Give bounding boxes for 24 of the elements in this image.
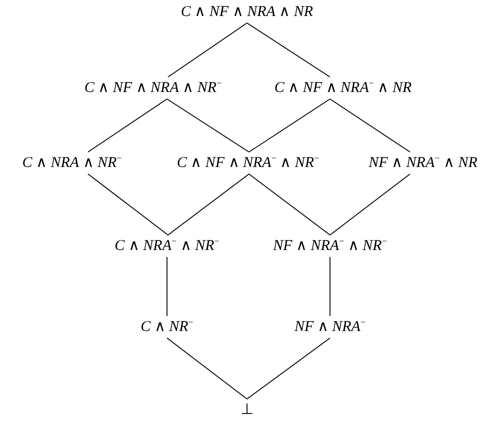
connector-line xyxy=(166,256,168,316)
formula-label: C ∧ NRA$^{−}$ ∧ NR$^{−}$ xyxy=(114,237,220,255)
formula-label: NF ∧ NRA$^{−}$ ∧ NR$^{−}$ xyxy=(272,237,388,255)
formula-label: C ∧ NR$^{−}$ xyxy=(140,318,194,336)
connector-line xyxy=(168,22,248,78)
formula-label: C ∧ NRA ∧ NR$^{−}$ xyxy=(21,154,123,172)
connector-line xyxy=(248,98,330,152)
connector-line xyxy=(248,174,330,236)
connector-line xyxy=(88,98,168,152)
connector-line xyxy=(246,22,330,78)
formula-label: C ∧ NF ∧ NRA ∧ NR xyxy=(180,3,314,21)
connector-line xyxy=(166,338,248,400)
formula-label: NF ∧ NRA$^{−}$ xyxy=(293,318,367,336)
connector-line xyxy=(246,338,330,400)
connector-line xyxy=(330,174,410,236)
connector-line xyxy=(330,98,410,152)
formula-label: ⊥ xyxy=(240,401,254,419)
connector-line xyxy=(88,174,168,236)
connector-line xyxy=(168,174,250,236)
formula-label: C ∧ NF ∧ NRA$^{−}$ ∧ NR xyxy=(273,79,413,97)
formula-label: NF ∧ NRA$^{−}$ ∧ NR xyxy=(368,154,478,172)
connector-line xyxy=(166,98,250,152)
formula-label: C ∧ NF ∧ NRA$^{−}$ ∧ NR$^{−}$ xyxy=(176,154,320,172)
formula-label: C ∧ NF ∧ NRA ∧ NR$^{−}$ xyxy=(83,79,223,97)
